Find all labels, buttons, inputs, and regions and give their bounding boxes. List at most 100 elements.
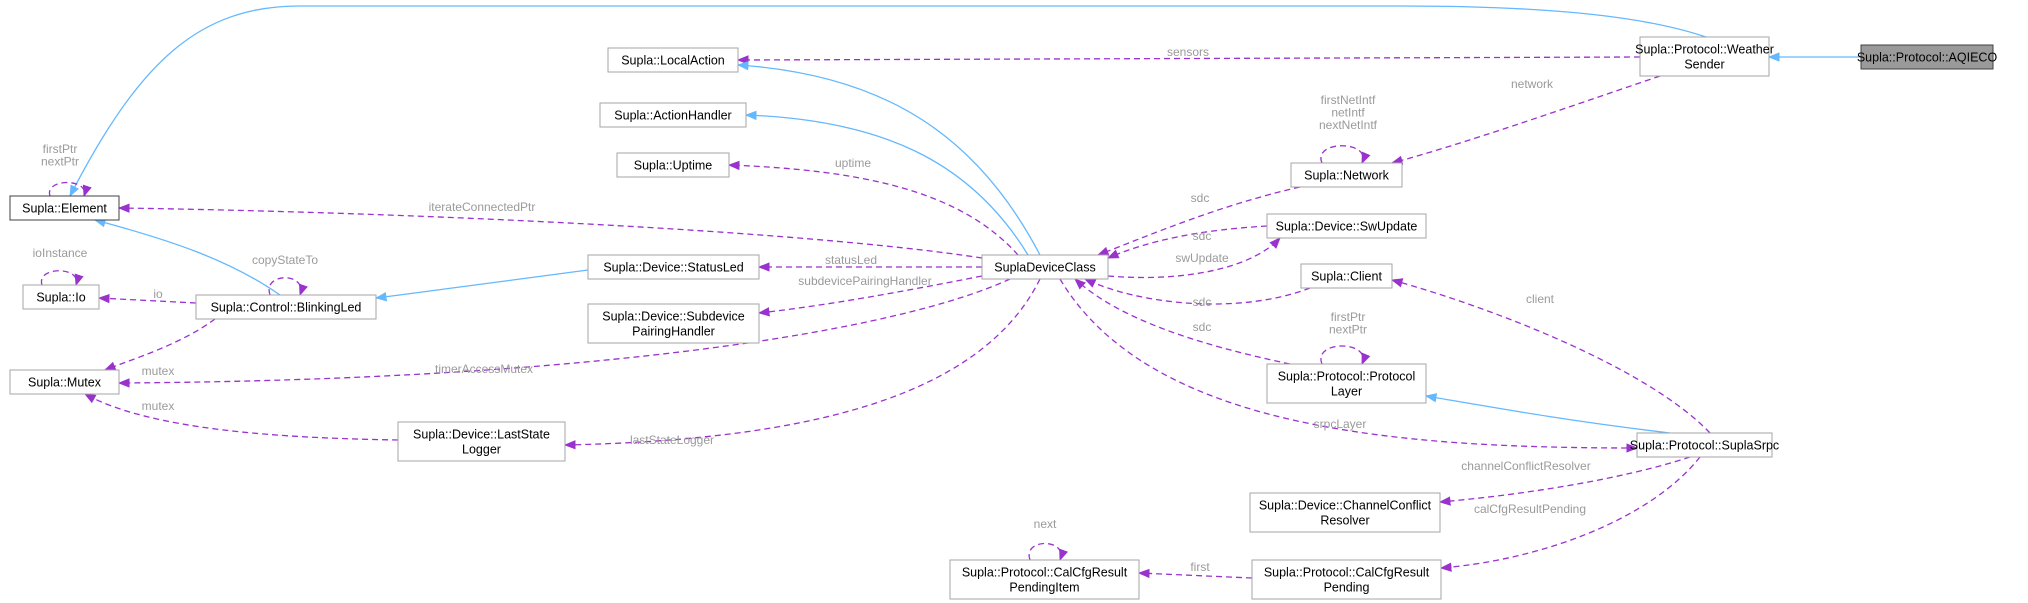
edge-srpc-calcfg [1439, 456, 1701, 572]
edge-label: statusLed [825, 253, 877, 267]
edge-sdc-element [117, 203, 983, 259]
edge-sdc-subdevice [757, 275, 983, 317]
usage-arrow [1106, 225, 1268, 259]
usage-arrow [117, 278, 1011, 388]
class-node-element[interactable]: Supla::Element [9, 195, 120, 221]
class-box [9, 195, 120, 221]
edge-label: uptime [835, 156, 871, 170]
class-name: Supla::ActionHandler [614, 109, 731, 123]
edge-weather-localaction [736, 55, 1641, 65]
usage-arrow [736, 55, 1641, 65]
edge-label: copyStateTo [252, 253, 318, 267]
usage-arrow [41, 270, 84, 287]
inheritance-arrow [69, 5, 1707, 198]
class-name: Supla::Element [22, 202, 107, 216]
class-node-uptime[interactable]: Supla::Uptime [616, 152, 730, 178]
usage-arrow [1059, 278, 1639, 453]
class-box [1860, 44, 1994, 70]
edge-label: srpcLayer [1314, 417, 1367, 431]
class-box [195, 294, 377, 320]
class-box [1290, 162, 1403, 188]
edge-label: timerAccessMutex [435, 362, 533, 376]
edge-srpc-conflict [1438, 456, 1691, 506]
class-node-mutex[interactable]: Supla::Mutex [9, 369, 120, 395]
edge-label: calCfgResultPending [1474, 502, 1586, 516]
edge-label: sdc [1191, 191, 1210, 205]
usage-arrow [1074, 278, 1291, 365]
edge-calcfgitem-self [1028, 542, 1068, 562]
class-name: Supla::LocalAction [621, 54, 725, 68]
class-name: PairingHandler [632, 325, 715, 339]
inheritance-arrow [736, 61, 1041, 256]
edge-label: first [1190, 560, 1210, 574]
class-box [587, 254, 760, 280]
class-node-client[interactable]: Supla::Client [1300, 263, 1393, 289]
edge-blinking-self [268, 277, 308, 297]
class-node-io[interactable]: Supla::Io [22, 284, 100, 310]
inheritance-arrow [744, 110, 1029, 256]
edge-label: io [153, 287, 163, 301]
edge-weather-element [69, 5, 1707, 198]
edge-label: subdevicePairingHandler [798, 274, 931, 288]
usage-arrow [83, 393, 399, 441]
edge-blinking-io [97, 293, 197, 304]
class-node-actionhandler[interactable]: Supla::ActionHandler [599, 102, 747, 128]
usage-arrow [727, 160, 1019, 256]
class-name: Supla::Device::StatusLed [603, 261, 743, 275]
edge-calcfg-calcfgitem [1137, 568, 1253, 579]
edge-label: swUpdate [1175, 251, 1229, 265]
edge-label: mutex [142, 364, 175, 378]
edge-sdc-localaction [736, 61, 1041, 256]
class-name: Supla::Protocol::SuplaSrpc [1630, 439, 1779, 453]
class-name: Resolver [1320, 514, 1369, 528]
inheritance-arrow [1424, 393, 1671, 434]
class-name: Supla::Uptime [634, 159, 713, 173]
class-box [1266, 213, 1427, 239]
edge-statusled-blinking [374, 269, 589, 302]
class-name: Supla::Device::LastState [413, 428, 550, 442]
edge-client-sdc [1083, 278, 1311, 305]
usage-arrow [117, 203, 983, 259]
usage-arrow [1096, 186, 1301, 256]
class-box [22, 284, 100, 310]
class-name: Supla::Mutex [28, 376, 102, 390]
class-node-blinking[interactable]: Supla::Control::BlinkingLed [195, 294, 377, 320]
class-node-sdc[interactable]: SuplaDeviceClass [981, 254, 1109, 280]
class-node-network[interactable]: Supla::Network [1290, 162, 1403, 188]
class-node-statusled[interactable]: Supla::Device::StatusLed [587, 254, 760, 280]
class-node-srpc[interactable]: Supla::Protocol::SuplaSrpc [1630, 432, 1779, 458]
edge-laststate-mutex [83, 393, 399, 441]
edge-blinking-element [93, 218, 281, 296]
edge-sdc-srpc [1059, 278, 1639, 453]
class-box [587, 303, 760, 344]
class-name: Logger [462, 443, 501, 457]
usage-arrow [1320, 145, 1371, 165]
class-name: PendingItem [1009, 581, 1079, 595]
edge-protolayer-self [1320, 345, 1371, 366]
edge-label: channelConflictResolver [1461, 459, 1590, 473]
class-node-localaction[interactable]: Supla::LocalAction [607, 47, 739, 73]
edge-label: sensors [1167, 45, 1209, 59]
usage-arrow [49, 181, 92, 198]
class-node-aqieco[interactable]: Supla::Protocol::AQIECO [1857, 44, 1998, 70]
class-node-swupdate[interactable]: Supla::Device::SwUpdate [1266, 213, 1427, 239]
edge-label: client [1526, 292, 1555, 306]
class-box [607, 47, 739, 73]
edge-sdc-uptime [727, 160, 1019, 256]
edge-srpc-protolayer [1424, 393, 1671, 434]
edge-label: next [1034, 517, 1057, 531]
class-name: Supla::Io [36, 291, 85, 305]
edge-weather-network [1390, 75, 1661, 165]
usage-arrow [1439, 456, 1701, 572]
edge-protolayer-sdc [1074, 278, 1291, 365]
